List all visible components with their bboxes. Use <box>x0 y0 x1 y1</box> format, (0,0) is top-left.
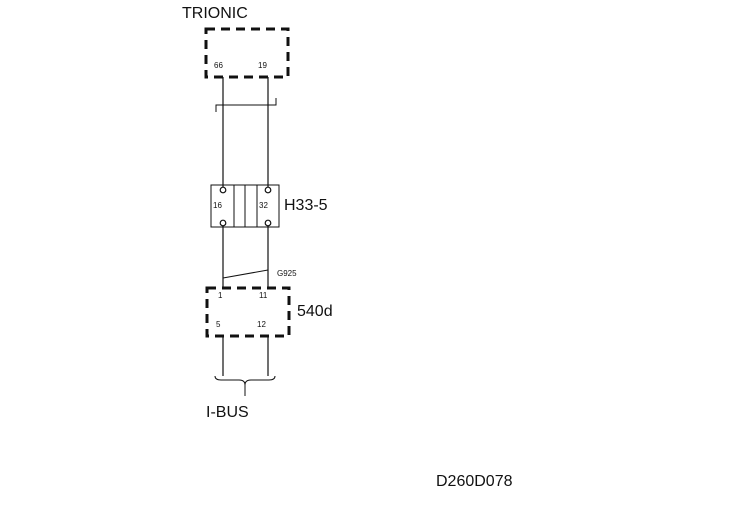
bus-label: I-BUS <box>206 404 249 421</box>
trionic-label: TRIONIC <box>182 5 248 22</box>
wires-upper <box>215 77 277 188</box>
ecu-pin-5: 5 <box>216 320 221 329</box>
connector-label: H33-5 <box>284 197 328 214</box>
terminal-16-top <box>219 186 227 194</box>
module-540d: 1 11 5 12 540d <box>205 286 333 338</box>
trionic-box <box>204 27 290 79</box>
ecu-label: 540d <box>297 303 333 320</box>
ecu-pin-11: 11 <box>259 291 268 300</box>
terminal-32-top <box>264 186 272 194</box>
ecu-pin-1: 1 <box>218 291 223 300</box>
ibus-group: I-BUS <box>206 336 276 421</box>
figure-id: D260D078 <box>436 473 513 490</box>
bus-brace <box>214 375 276 386</box>
shield-bracket <box>215 98 277 112</box>
connector-h33-5: 16 32 H33-5 <box>210 184 328 228</box>
wires-lower: G925 <box>222 226 297 288</box>
trionic-pin-19: 19 <box>258 61 267 70</box>
trionic-module: TRIONIC 66 19 <box>182 5 290 79</box>
terminal-32-bottom <box>264 219 272 227</box>
connector-pin-16: 16 <box>213 201 222 210</box>
terminal-16-bottom <box>219 219 227 227</box>
twist-mark <box>222 269 269 279</box>
trionic-pin-66: 66 <box>214 61 223 70</box>
ecu-pin-12: 12 <box>257 320 266 329</box>
connector-pin-32: 32 <box>259 201 268 210</box>
twist-label: G925 <box>277 269 297 278</box>
ecu-box <box>205 286 291 338</box>
